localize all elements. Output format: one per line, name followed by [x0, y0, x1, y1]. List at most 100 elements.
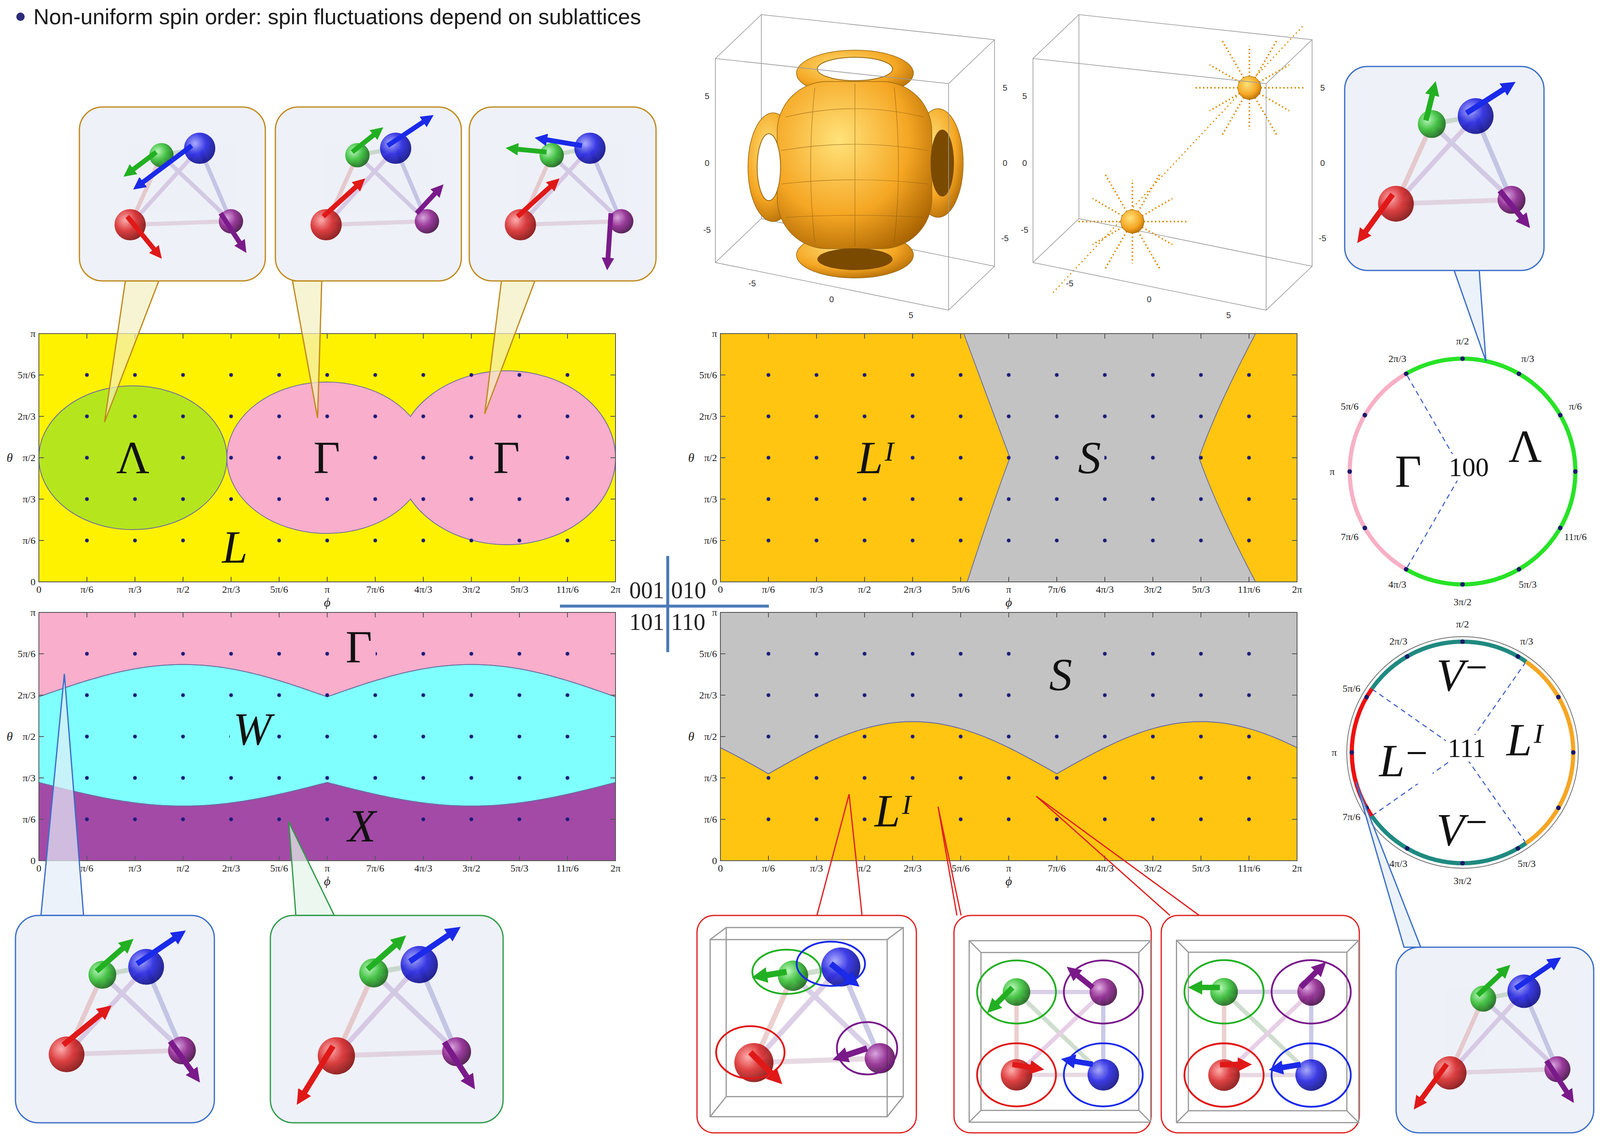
text-holder: 0 — [1145, 295, 1153, 304]
text-holder: 5π/6 — [17, 648, 36, 659]
angle-label: 4π/3 — [1388, 579, 1407, 590]
text-holder: 2π/3 — [222, 584, 241, 595]
text-holder: 2π/3 — [699, 689, 718, 700]
text-holder: 11π/6 — [556, 584, 579, 595]
text-holder: π/2 — [22, 731, 36, 742]
text-holder: 0 — [30, 855, 36, 866]
text-holder: 5π/6 — [270, 862, 289, 873]
angle-label: π/3 — [1521, 353, 1535, 364]
text-holder: V⁻ — [1432, 651, 1492, 698]
tick-label: π/2 — [176, 584, 190, 595]
angle-label: π/2 — [1456, 335, 1470, 346]
region-shape — [1460, 356, 1466, 362]
axis-number: 5 — [1021, 91, 1028, 101]
tick-label: π/6 — [704, 813, 718, 825]
tick-label: π/3 — [22, 493, 36, 504]
text-holder: -5 — [1020, 225, 1030, 235]
axis-title: θ — [6, 730, 13, 743]
text-holder: 5π/6 — [699, 369, 718, 380]
text-holder: Γ — [342, 623, 376, 670]
text-holder: 3π/2 — [1453, 596, 1472, 607]
region-shape — [1557, 525, 1563, 531]
region-shape — [1364, 694, 1369, 700]
text-holder: W — [229, 705, 275, 752]
tick-label: 2π/3 — [17, 689, 36, 700]
text-holder: π — [30, 328, 36, 339]
plot-frames — [38, 333, 1298, 861]
tick-label: 5π/6 — [17, 369, 36, 380]
spin-callout — [696, 793, 917, 1133]
tick-label: π/2 — [704, 731, 718, 742]
text-holder: π/6 — [80, 862, 94, 873]
text-holder: 4π/3 — [414, 584, 433, 595]
axis-number: 5 — [703, 91, 710, 101]
text-holder: 0 — [703, 158, 710, 168]
tick-label: π/6 — [80, 584, 94, 595]
tick-label: π/6 — [80, 862, 94, 873]
region-shape — [1404, 845, 1410, 851]
phase-band-label: Lᴵ — [871, 787, 916, 834]
tick-label: 11π/6 — [1237, 862, 1261, 873]
tick-label: 4π/3 — [1096, 584, 1115, 595]
angle-label: 4π/3 — [1389, 858, 1408, 869]
tick-label: 5π/3 — [1192, 862, 1211, 873]
axis-title: θ — [688, 730, 695, 743]
text-holder: 2π — [1292, 862, 1303, 873]
region-shape — [1516, 566, 1522, 572]
tick-label: π/2 — [858, 862, 872, 873]
axis-number: 5 — [907, 310, 914, 320]
angle-circle: V⁻LᴵL⁻111V⁻ — [1346, 636, 1579, 868]
phase-band-label: Γ — [342, 623, 376, 670]
text-holder: -5 — [702, 225, 712, 235]
tick-label: 4π/3 — [1096, 862, 1115, 873]
region-shape — [1349, 358, 1576, 585]
text-holder: 2π/3 — [17, 411, 36, 422]
text-holder: 0 — [828, 295, 835, 304]
text-holder: Γ — [310, 434, 344, 481]
text-holder: 0 — [1319, 158, 1326, 168]
plane-label: 010 — [671, 578, 707, 602]
text-holder: ϕ — [323, 874, 331, 888]
tick-label: 5π/3 — [1192, 584, 1211, 595]
text-holder: 2π — [610, 862, 621, 873]
tick-label: 7π/6 — [1048, 584, 1066, 595]
axis-title: ϕ — [323, 874, 331, 888]
angle-label: 3π/2 — [1453, 596, 1472, 607]
text-holder: π/3 — [128, 862, 142, 873]
text-holder: π/3 — [1521, 353, 1535, 364]
text-holder: 5π/3 — [1192, 584, 1211, 595]
angle-circle-label: Λ — [1505, 423, 1546, 470]
text-holder: 5π/6 — [1340, 401, 1359, 412]
text-holder: -5 — [747, 279, 757, 288]
axis-number: 0 — [1145, 295, 1153, 304]
angle-label: π/3 — [1520, 635, 1534, 647]
text-holder: π/6 — [22, 535, 36, 546]
angle-circle: ΛΓ100 — [1345, 354, 1580, 589]
phase-band-label: W — [229, 705, 275, 752]
tick-label: π/3 — [128, 862, 142, 873]
text-holder: 5π/6 — [951, 584, 970, 595]
bullet — [16, 12, 25, 21]
text-holder: π/3 — [1520, 635, 1534, 647]
text-holder: π — [324, 584, 330, 595]
region-shape — [1351, 641, 1574, 863]
text-holder: 5π/6 — [699, 648, 718, 659]
angle-label: 7π/6 — [1342, 811, 1361, 822]
tick-label: π/3 — [704, 772, 718, 783]
tick-label: π — [30, 328, 36, 339]
text-holder: θ — [688, 730, 695, 743]
text-holder: 2π/3 — [903, 584, 922, 595]
text-holder: 001 — [629, 578, 665, 602]
tick-label: π/2 — [704, 452, 718, 463]
angle-label: 2π/3 — [1389, 635, 1408, 647]
tick-label: π — [712, 328, 718, 339]
text-holder: 0 — [1001, 158, 1008, 168]
tick-label: 2π/3 — [699, 411, 718, 422]
text-holder: π/2 — [858, 862, 872, 873]
tick-label: 3π/2 — [1144, 584, 1163, 595]
angle-circle-label: Lᴵ — [1503, 716, 1548, 763]
angle-label: 2π/3 — [1388, 353, 1407, 364]
angle-label: 11π/6 — [1564, 531, 1587, 542]
spin-callout — [1344, 66, 1545, 362]
axis-number: -5 — [747, 279, 757, 288]
